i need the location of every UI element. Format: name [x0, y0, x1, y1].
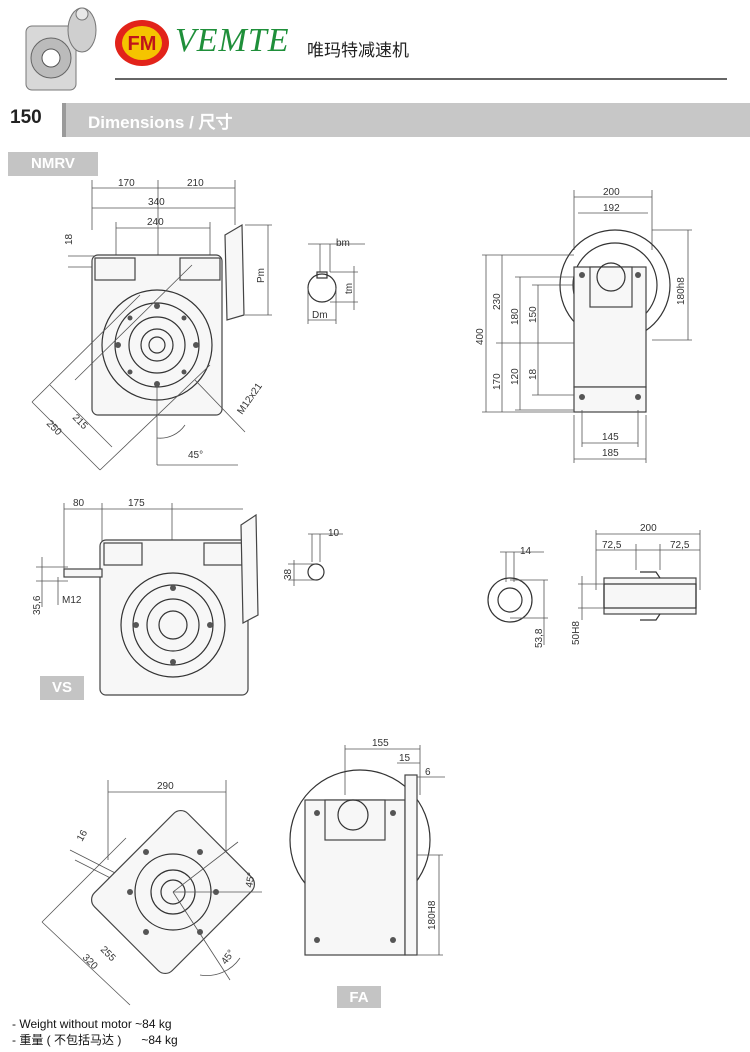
dim-shaft-72a: 72,5 — [602, 540, 622, 551]
vs-drawing: 80 175 35,6 M12 — [32, 498, 259, 696]
dim-nmrv-240: 240 — [147, 217, 164, 228]
dim-nmrv-250: 250 — [44, 418, 64, 438]
section-tag-vs: VS — [40, 676, 84, 700]
dim-side-145: 145 — [602, 432, 619, 443]
dim-fa-155: 155 — [372, 738, 389, 749]
dim-shaft-53: 53,8 — [534, 628, 545, 648]
dim-fa-45a: 45° — [244, 872, 257, 889]
dim-side-200: 200 — [603, 187, 620, 198]
page-title: Dimensions / 尺寸 — [88, 113, 233, 132]
nmrv-side-drawing: 200 192 400 230 170 180 120 150 18 180h8… — [475, 187, 692, 463]
section-tag-fa: FA — [337, 986, 381, 1008]
dim-nmrv-pm: Pm — [256, 268, 267, 283]
vemte-logo-icon: FM — [115, 20, 169, 66]
dim-fa-16: 16 — [75, 828, 90, 844]
dim-fa-320: 320 — [80, 952, 100, 972]
dim-vs-38: 38 — [283, 568, 294, 580]
dim-fa-15: 15 — [399, 753, 411, 764]
dim-shaft-200: 200 — [640, 523, 657, 534]
dim-nmrv-45: 45° — [188, 450, 203, 461]
weight-notes: - Weight without motor ~84 kg - 重量 ( 不包括… — [12, 1016, 178, 1048]
dim-nmrv-215: 215 — [70, 412, 90, 432]
dim-side-120: 120 — [510, 368, 521, 385]
dim-fa-290: 290 — [157, 781, 174, 792]
weight-note-cn: - 重量 ( 不包括马达 ) ~84 kg — [12, 1033, 178, 1047]
title-bar — [65, 103, 750, 137]
fa-front-drawing: 290 16 255 320 45° 45° — [41, 780, 262, 1006]
brand-name: VEMTE — [175, 22, 290, 59]
dim-side-170: 170 — [492, 373, 503, 390]
brand-name-cn: 唯玛特减速机 — [307, 41, 409, 61]
dim-side-192: 192 — [603, 203, 620, 214]
keyway-detail-drawing: bm tm Dm — [307, 238, 365, 324]
dim-nmrv-340: 340 — [148, 197, 165, 208]
dim-vs-175: 175 — [128, 498, 145, 509]
dim-fa-45b: 45° — [219, 948, 237, 967]
dim-side-180h8: 180h8 — [676, 277, 687, 305]
logo-mark-text: FM — [128, 33, 157, 55]
dim-vs-m12: M12 — [62, 595, 82, 606]
dim-side-230: 230 — [492, 293, 503, 310]
fa-side-drawing: 155 15 6 180H8 — [289, 738, 445, 956]
dim-side-400: 400 — [475, 328, 486, 345]
dim-side-180: 180 — [510, 308, 521, 325]
nmrv-front-drawing: 170 210 340 240 18 Pm 215 250 M12x21 45° — [31, 178, 272, 471]
vs-key-detail-drawing: 10 38 — [283, 528, 343, 586]
dim-nmrv-m12: M12x21 — [235, 381, 265, 417]
dim-shaft-50h8: 50H8 — [571, 621, 582, 645]
dim-shaft-72b: 72,5 — [670, 540, 690, 551]
dim-nmrv-18: 18 — [64, 233, 75, 245]
dim-key-tm: tm — [344, 283, 355, 294]
dim-nmrv-210: 210 — [187, 178, 204, 189]
dim-key-bm: bm — [336, 238, 350, 249]
weight-note-en: - Weight without motor ~84 kg — [12, 1017, 172, 1031]
dim-nmrv-170: 170 — [118, 178, 135, 189]
page-number: 150 — [10, 107, 42, 128]
dim-fa-255: 255 — [98, 944, 118, 964]
dim-fa-6: 6 — [425, 767, 431, 778]
dim-side-185: 185 — [602, 448, 619, 459]
dim-vs-35: 35,6 — [32, 595, 43, 615]
dim-side-18: 18 — [528, 368, 539, 380]
dim-shaft-14: 14 — [520, 546, 532, 557]
shaft-section-drawing: 200 72,5 72,5 50H8 — [571, 523, 701, 645]
title-bar-accent — [62, 103, 66, 137]
shaft-key-detail-drawing: 14 53,8 — [487, 546, 548, 648]
header-rule — [115, 78, 727, 80]
dim-key-dm: Dm — [312, 310, 328, 321]
dim-side-150: 150 — [528, 306, 539, 323]
gearbox-thumbnail — [25, 7, 97, 91]
section-tag-nmrv: NMRV — [8, 152, 98, 176]
dim-vs-10: 10 — [328, 528, 340, 539]
dim-vs-80: 80 — [73, 498, 85, 509]
dim-fa-180h8: 180H8 — [427, 900, 438, 930]
